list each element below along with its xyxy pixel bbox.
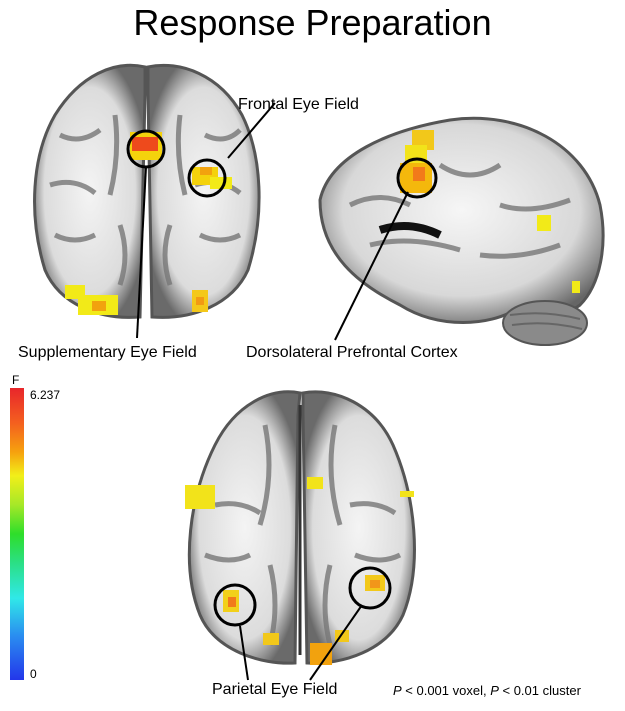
- colorbar-max: 6.237: [30, 388, 61, 402]
- figure-title: Response Preparation: [133, 2, 492, 43]
- pef-right-circle: [348, 566, 392, 610]
- axial-brain-top: [33, 63, 261, 319]
- sagittal-brain: [318, 116, 605, 346]
- colorbar-min: 0: [30, 667, 37, 681]
- colorbar: [10, 388, 24, 680]
- label-supplementary-eye-field: Supplementary Eye Field: [18, 344, 197, 361]
- dlpfc-circle: [396, 157, 438, 199]
- label-dlpfc: Dorsolateral Prefrontal Cortex: [246, 344, 458, 361]
- axial-brain-bottom: [185, 390, 416, 665]
- label-frontal-eye-field: Frontal Eye Field: [238, 96, 359, 113]
- pef-left-circle: [213, 583, 257, 627]
- colorbar-title: F: [12, 373, 20, 387]
- fef-circle: [187, 158, 227, 198]
- threshold-note: P < 0.001 voxel, P < 0.01 cluster: [393, 683, 581, 698]
- label-parietal-eye-field: Parietal Eye Field: [212, 681, 338, 698]
